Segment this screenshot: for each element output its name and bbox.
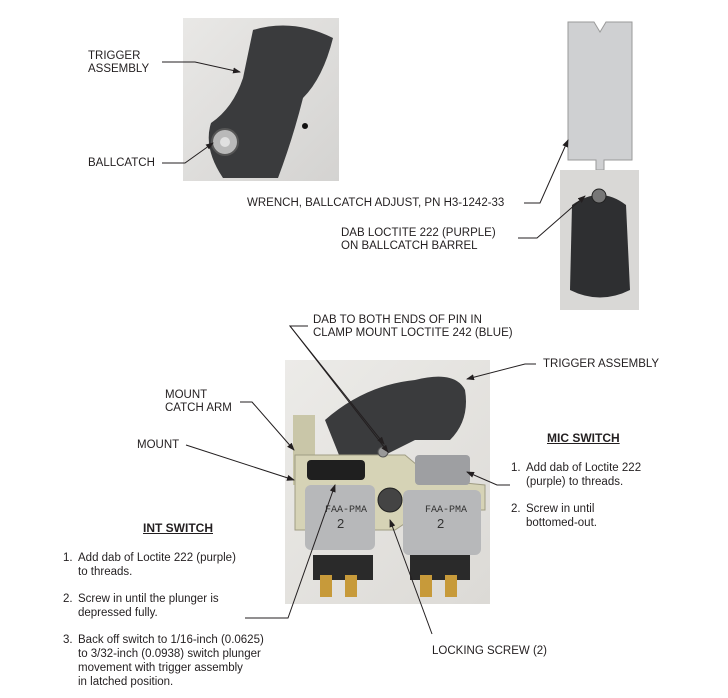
label-line: MOUNT [165, 389, 208, 401]
step-number: 2. [511, 503, 521, 515]
step-line: to threads. [78, 566, 133, 578]
wrench-label: WRENCH, BALLCATCH ADJUST, PN H3-1242-33 [247, 197, 505, 209]
int-switch-steps: 1. Add dab of Loctite 222 (purple) to thre… [63, 551, 264, 698]
step-line: movement with trigger assembly [78, 662, 243, 674]
trigger-assembly-image [208, 25, 333, 178]
label-line: ASSEMBLY [88, 63, 150, 75]
step-line: Back off switch to 1/16-inch (0.0625) [78, 634, 264, 646]
wrench-image [560, 21, 639, 310]
step-line: Add dab of Loctite 222 (purple) [78, 552, 236, 564]
step-number: 2. [63, 593, 73, 605]
mic-step-1: 1. Add dab of Loctite 222 (purple) to thre… [511, 461, 641, 489]
switch-assembly-photo: FAA-PMA 2 FAA-PMA 2 [285, 360, 490, 604]
step-line: in latched position. [78, 676, 174, 688]
svg-text:2: 2 [337, 516, 344, 531]
step-line: Screw in until the plunger is [78, 593, 219, 605]
int-step-3: 3. Back off switch to 1/16-inch (0.0625) t… [63, 633, 264, 689]
label-line: DAB TO BOTH ENDS OF PIN IN [313, 314, 482, 326]
label-line: ON BALLCATCH BARREL [341, 240, 478, 252]
trigger-assembly-photo [183, 18, 339, 181]
step-number: 3. [63, 634, 73, 646]
step-line: bottomed-out. [526, 517, 597, 529]
mount-catch-arm-label: MOUNT CATCH ARM [165, 389, 232, 415]
label-line: TRIGGER [88, 50, 141, 62]
step-line: (purple) to threads. [526, 476, 624, 488]
switch-assembly-image: FAA-PMA 2 FAA-PMA 2 [293, 376, 486, 597]
step-number: 1. [511, 462, 521, 474]
locking-screw-label: LOCKING SCREW (2) [432, 645, 548, 657]
mic-step-2: 2. Screw in until bottomed-out. [511, 502, 641, 530]
switch-marking: FAA-PMA [425, 505, 467, 516]
label-line: DAB LOCTITE 222 (PURPLE) [341, 227, 496, 239]
dab-loctite-222-label: DAB LOCTITE 222 (PURPLE) ON BALLCATCH BA… [341, 227, 496, 253]
int-switch-heading: INT SWITCH [143, 521, 213, 535]
trigger-assembly-bottom-label: TRIGGER ASSEMBLY [543, 358, 660, 370]
wrench-photo [560, 20, 639, 310]
mic-switch-steps: 1. Add dab of Loctite 222 (purple) to thre… [511, 461, 641, 543]
int-step-2: 2. Screw in until the plunger is depressed… [63, 592, 264, 620]
mount-label: MOUNT [137, 439, 180, 451]
svg-text:FAA-PMA: FAA-PMA [325, 505, 367, 516]
label-line: CATCH ARM [165, 402, 232, 414]
int-step-1: 1. Add dab of Loctite 222 (purple) to thre… [63, 551, 264, 579]
label-line: CLAMP MOUNT LOCTITE 242 (BLUE) [313, 327, 513, 339]
dab-both-ends-label: DAB TO BOTH ENDS OF PIN IN CLAMP MOUNT L… [313, 314, 513, 340]
ballcatch-label: BALLCATCH [88, 157, 155, 169]
step-number: 1. [63, 552, 73, 564]
step-line: Add dab of Loctite 222 [526, 462, 642, 474]
trigger-assembly-label: TRIGGER ASSEMBLY [88, 50, 149, 76]
step-line: Screw in until [526, 503, 595, 515]
step-line: to 3/32-inch (0.0938) switch plunger [78, 648, 261, 660]
mic-switch-heading: MIC SWITCH [547, 431, 620, 445]
svg-text:2: 2 [437, 516, 444, 531]
step-line: depressed fully. [78, 607, 158, 619]
